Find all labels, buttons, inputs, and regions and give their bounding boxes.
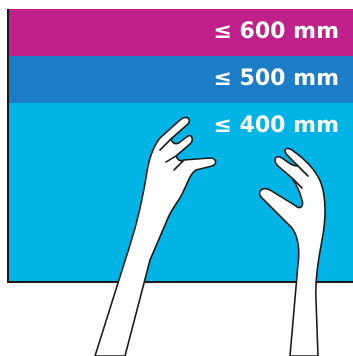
left-hand-icon	[95, 117, 216, 356]
right-hand-icon	[260, 148, 325, 356]
